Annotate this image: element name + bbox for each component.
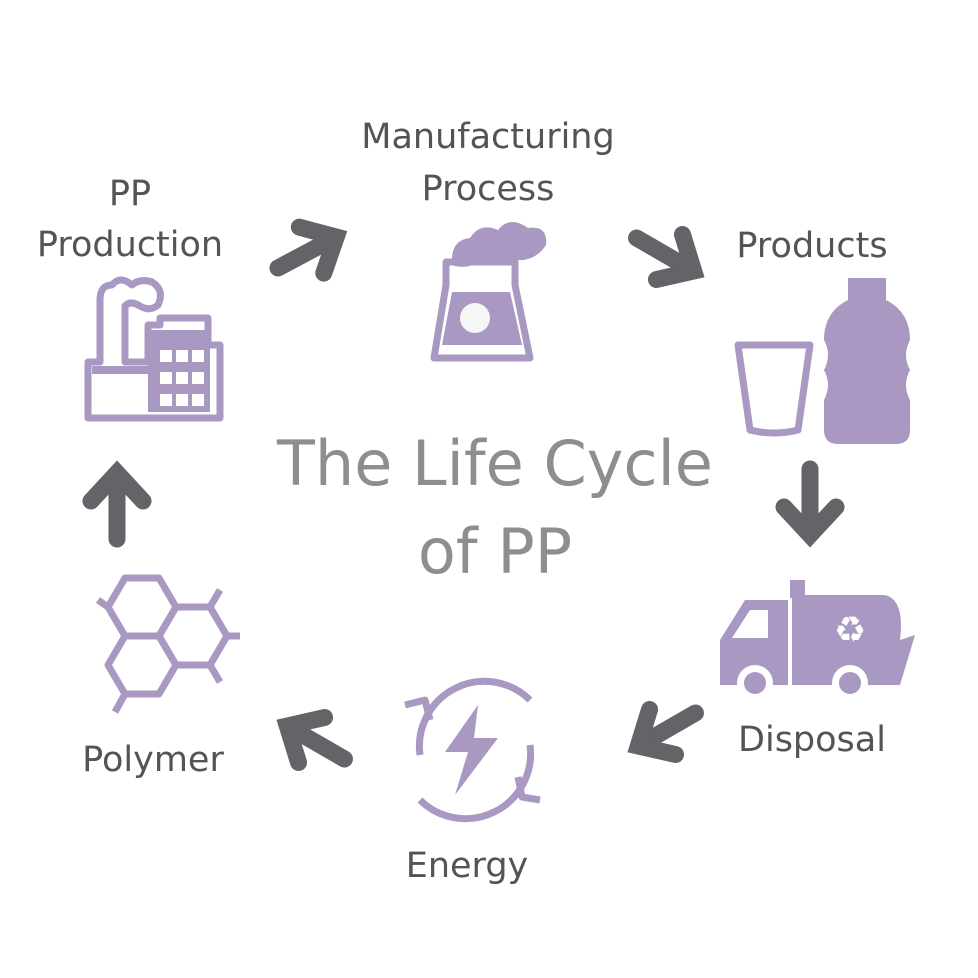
label-manufacturing-2: Process (422, 169, 555, 209)
label-energy: Energy (406, 846, 529, 886)
label-disposal: Disposal (738, 720, 886, 760)
cooling-tower-icon (430, 221, 547, 362)
label-manufacturing-1: Manufacturing (361, 117, 614, 157)
arrow-icon (625, 690, 708, 768)
arrow-icon (266, 214, 349, 291)
label-pp-production-2: Production (37, 225, 223, 265)
hexagon-molecule-icon (95, 574, 240, 714)
arrow-icon (624, 215, 707, 293)
arrow-icon (784, 469, 836, 535)
diagram-title-line2: of PP (418, 515, 572, 588)
arrow-icon (274, 703, 357, 781)
label-polymer: Polymer (82, 740, 224, 780)
factory-icon (84, 276, 224, 422)
diagram-title-line1: The Life Cycle (276, 427, 713, 500)
label-products: Products (736, 226, 887, 266)
recycling-truck-icon: ♻ (720, 580, 915, 701)
arrow-icon (91, 473, 143, 539)
energy-cycle-icon (404, 677, 541, 823)
recycle-icon: ♻ (834, 610, 866, 651)
cup-and-bottle-icon (734, 278, 910, 444)
label-pp-production-1: PP (109, 174, 151, 214)
